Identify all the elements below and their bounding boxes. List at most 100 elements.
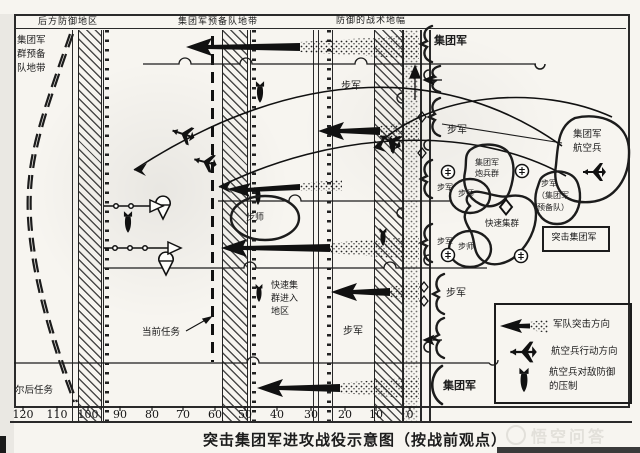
header-army-reserve-zone: 集团军预备队地带 [178, 16, 259, 26]
reserve-infantry-label: 预备队） [537, 203, 569, 212]
phase-line [318, 30, 319, 422]
legend-aviation-label: 航空兵行动方向 [551, 346, 618, 357]
scale-number: 90 [113, 408, 127, 421]
header-rear-defense: 后方防御地区 [38, 16, 99, 26]
map-frame [14, 14, 630, 408]
artillery-group-label: 炮兵群 [475, 169, 499, 178]
assault-arrows [186, 35, 419, 399]
diamond-icon [417, 147, 427, 159]
front-line-inner [420, 30, 422, 422]
army-group-reserve-label: 队地带 [17, 63, 46, 74]
trench-line [332, 30, 334, 422]
infantry-army-r1-label: 步军 [437, 183, 453, 192]
scale-number: 30 [304, 408, 318, 421]
aircraft-icon [582, 162, 607, 182]
bomb-icon [123, 211, 133, 233]
army-top-label: 集团军 [434, 35, 467, 47]
assault-arrow [221, 236, 419, 260]
watermark: 悟空问答 [506, 423, 607, 447]
army-aviation-label: 航空兵 [573, 143, 602, 154]
hatched-zone-1 [78, 30, 102, 422]
hatched-zone-3 [374, 30, 404, 422]
parachute-icon [158, 251, 174, 276]
rear-boundary-arc [26, 33, 79, 403]
scale-number: 50 [238, 408, 252, 421]
assault-arrow [257, 377, 419, 399]
fast-group-area-label: 快速集 [271, 280, 299, 290]
infantry-div-r2-label: 步师 [458, 242, 474, 251]
assault-arrow [331, 282, 419, 302]
artillery-circle-icon [513, 248, 529, 264]
artillery-circle-icon [440, 247, 456, 263]
infantry-div-mid-label: 步师 [246, 212, 265, 222]
army-bottom-label: 集团军 [443, 380, 476, 392]
infantry-army-se-label: 步军 [446, 288, 466, 299]
legend-assault-label: 军队突击方向 [553, 319, 611, 330]
diagram-caption: 突击集团军进攻战役示意图（按战前观点） [202, 432, 507, 449]
ruler-ticks [22, 406, 411, 411]
aircraft-icon [168, 121, 199, 148]
scale-number: 80 [145, 408, 159, 421]
trench-line [103, 30, 105, 422]
phase-line [313, 30, 315, 422]
infantry-army-mid-top-label: 步军 [341, 81, 361, 92]
scale-number: 20 [338, 408, 352, 421]
current-task-label: 当前任务 [142, 327, 181, 338]
trench-ticks [105, 30, 109, 422]
unit-braces [418, 24, 446, 406]
scale-number: 100 [77, 408, 99, 421]
unit-areas [229, 115, 631, 269]
hatched-zone-2 [222, 30, 248, 422]
movement-route-arrow [104, 240, 183, 256]
reserve-infantry-label: 步军 [541, 179, 557, 188]
artillery-circle-icon [514, 163, 530, 179]
scale-number: 10 [369, 408, 383, 421]
bomb-icon [255, 284, 263, 302]
later-task-label: 尔后任务 [15, 385, 54, 396]
assault-arrow [186, 35, 419, 59]
army-aviation-label: 集团军 [573, 129, 602, 140]
scan-artifact [497, 447, 640, 453]
front-trench-line [402, 30, 404, 422]
scan-artifact [0, 436, 6, 453]
assault-arrow [227, 180, 342, 197]
left-column-divider [72, 30, 74, 422]
trench-ticks [252, 30, 256, 422]
fast-group-label: 快速集群 [485, 218, 520, 228]
header-divider [14, 28, 626, 30]
current-task-line [211, 36, 214, 362]
aircraft-icon [191, 149, 220, 175]
bomb-icon [255, 81, 265, 103]
shock-army-box [542, 226, 610, 252]
army-group-reserve-label: 集团军 [17, 35, 46, 46]
movement-route-arrow [104, 198, 165, 214]
ruler-bottom-line [10, 421, 632, 423]
army-group-reserve-label: 群预备 [17, 49, 46, 60]
assault-arrow [318, 120, 419, 142]
scale-number: 110 [46, 408, 68, 421]
infantry-div-r1-label: 步师 [458, 189, 474, 198]
infantry-army-ne-label: 步军 [447, 125, 467, 136]
legend-box [494, 303, 632, 404]
shock-army-label: 突击集团军 [551, 232, 597, 242]
artillery-circle-icon [440, 164, 456, 180]
watermark-logo-icon [506, 425, 526, 445]
legend-suppression-label: 的压制 [549, 381, 578, 392]
fast-group-area-label: 地区 [271, 306, 290, 316]
scale-number: 120 [12, 408, 34, 421]
reserve-infantry-label: （集团军 [537, 191, 569, 200]
scale-number: 70 [176, 408, 190, 421]
watermark-text: 悟空问答 [531, 429, 608, 446]
infantry-army-mid-bottom-label: 步军 [343, 326, 363, 337]
trench-ticks [327, 30, 331, 422]
minor-arrows [185, 64, 442, 346]
diamond-icon [419, 295, 429, 307]
legend-assault-icon [500, 319, 548, 333]
scale-number: 40 [270, 408, 284, 421]
legend-suppression-label: 航空兵对敌防御 [549, 367, 616, 378]
fast-group-area-label: 群进入 [271, 293, 299, 303]
artillery-group-label: 集团军 [475, 158, 499, 167]
infantry-army-r2-label: 步军 [437, 237, 453, 246]
